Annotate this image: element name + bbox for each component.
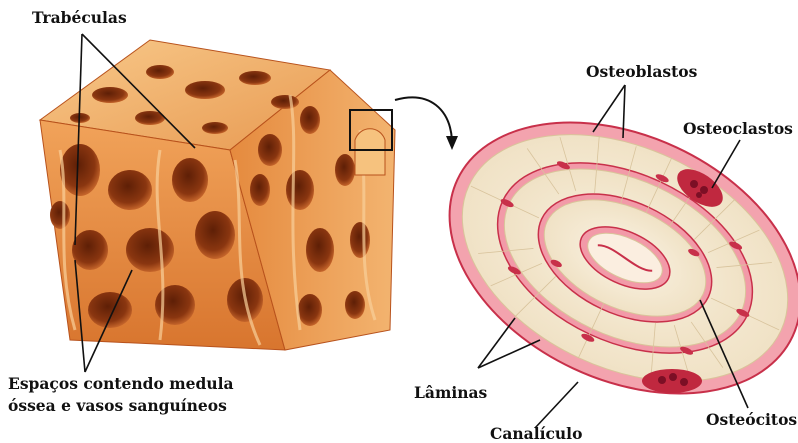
label-osteoclastos: Osteoclastos <box>683 119 793 138</box>
label-espacos-line1: Espaços contendo medula <box>8 374 234 393</box>
zoom-arrow <box>395 97 458 150</box>
label-espacos-line2: óssea e vasos sanguíneos <box>8 396 227 415</box>
spongy-bone-block <box>40 40 395 350</box>
label-osteoblastos: Osteoblastos <box>586 62 697 81</box>
label-laminas: Lâminas <box>414 383 487 402</box>
label-canaliculo: Canalículo <box>490 424 582 443</box>
label-trabeculas: Trabéculas <box>32 8 127 27</box>
label-osteocitos: Osteócitos <box>706 410 797 429</box>
